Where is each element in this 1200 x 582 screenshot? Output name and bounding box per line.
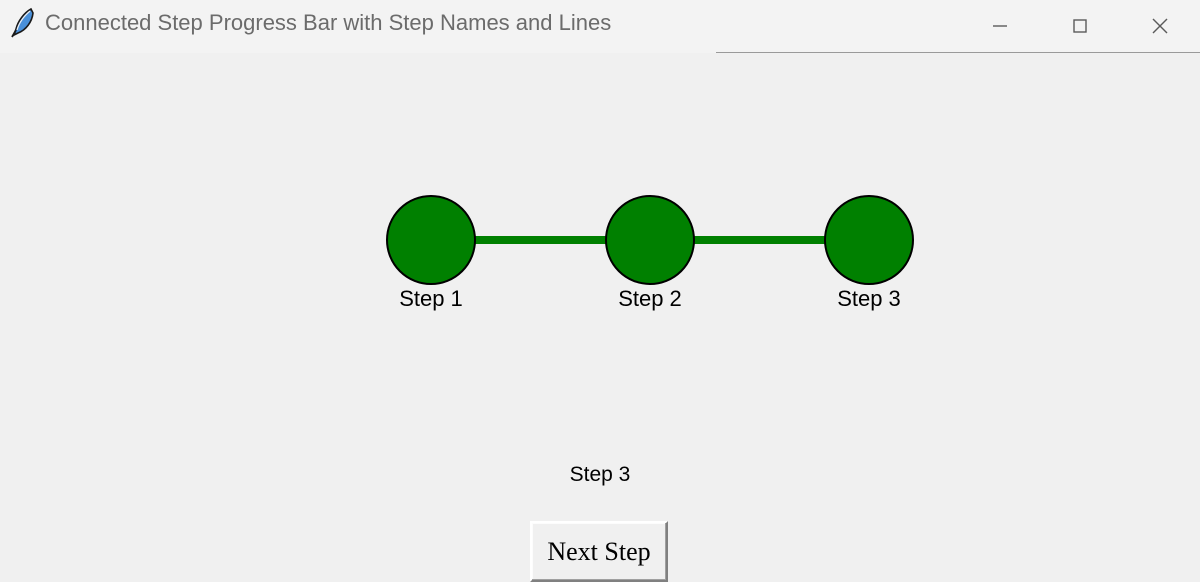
step-circle-1[interactable] bbox=[386, 195, 476, 285]
step-label-1: Step 1 bbox=[399, 286, 463, 311]
window-title: Connected Step Progress Bar with Step Na… bbox=[45, 10, 612, 35]
next-step-button[interactable]: Next Step bbox=[530, 521, 668, 582]
step-circle-3[interactable] bbox=[824, 195, 914, 285]
tk-feather-icon bbox=[9, 6, 39, 38]
minimize-icon[interactable] bbox=[960, 0, 1040, 52]
step-label-3: Step 3 bbox=[837, 286, 901, 311]
step-label-2: Step 2 bbox=[618, 286, 682, 311]
step-circle-2[interactable] bbox=[605, 195, 695, 285]
step-label-layer: Step 1 Step 2 Step 3 bbox=[399, 286, 901, 311]
titlebar-divider bbox=[716, 52, 1200, 53]
step-circle-layer bbox=[386, 195, 914, 285]
title-bar: Connected Step Progress Bar with Step Na… bbox=[0, 0, 1200, 53]
main-canvas: Step 1 Step 2 Step 3 Step 3 bbox=[0, 53, 1200, 582]
maximize-icon[interactable] bbox=[1040, 0, 1120, 52]
window-controls bbox=[960, 0, 1200, 52]
current-step-status: Step 3 bbox=[569, 463, 631, 486]
close-icon[interactable] bbox=[1120, 0, 1200, 52]
step-progress-bar: Step 1 Step 2 Step 3 bbox=[386, 195, 914, 311]
